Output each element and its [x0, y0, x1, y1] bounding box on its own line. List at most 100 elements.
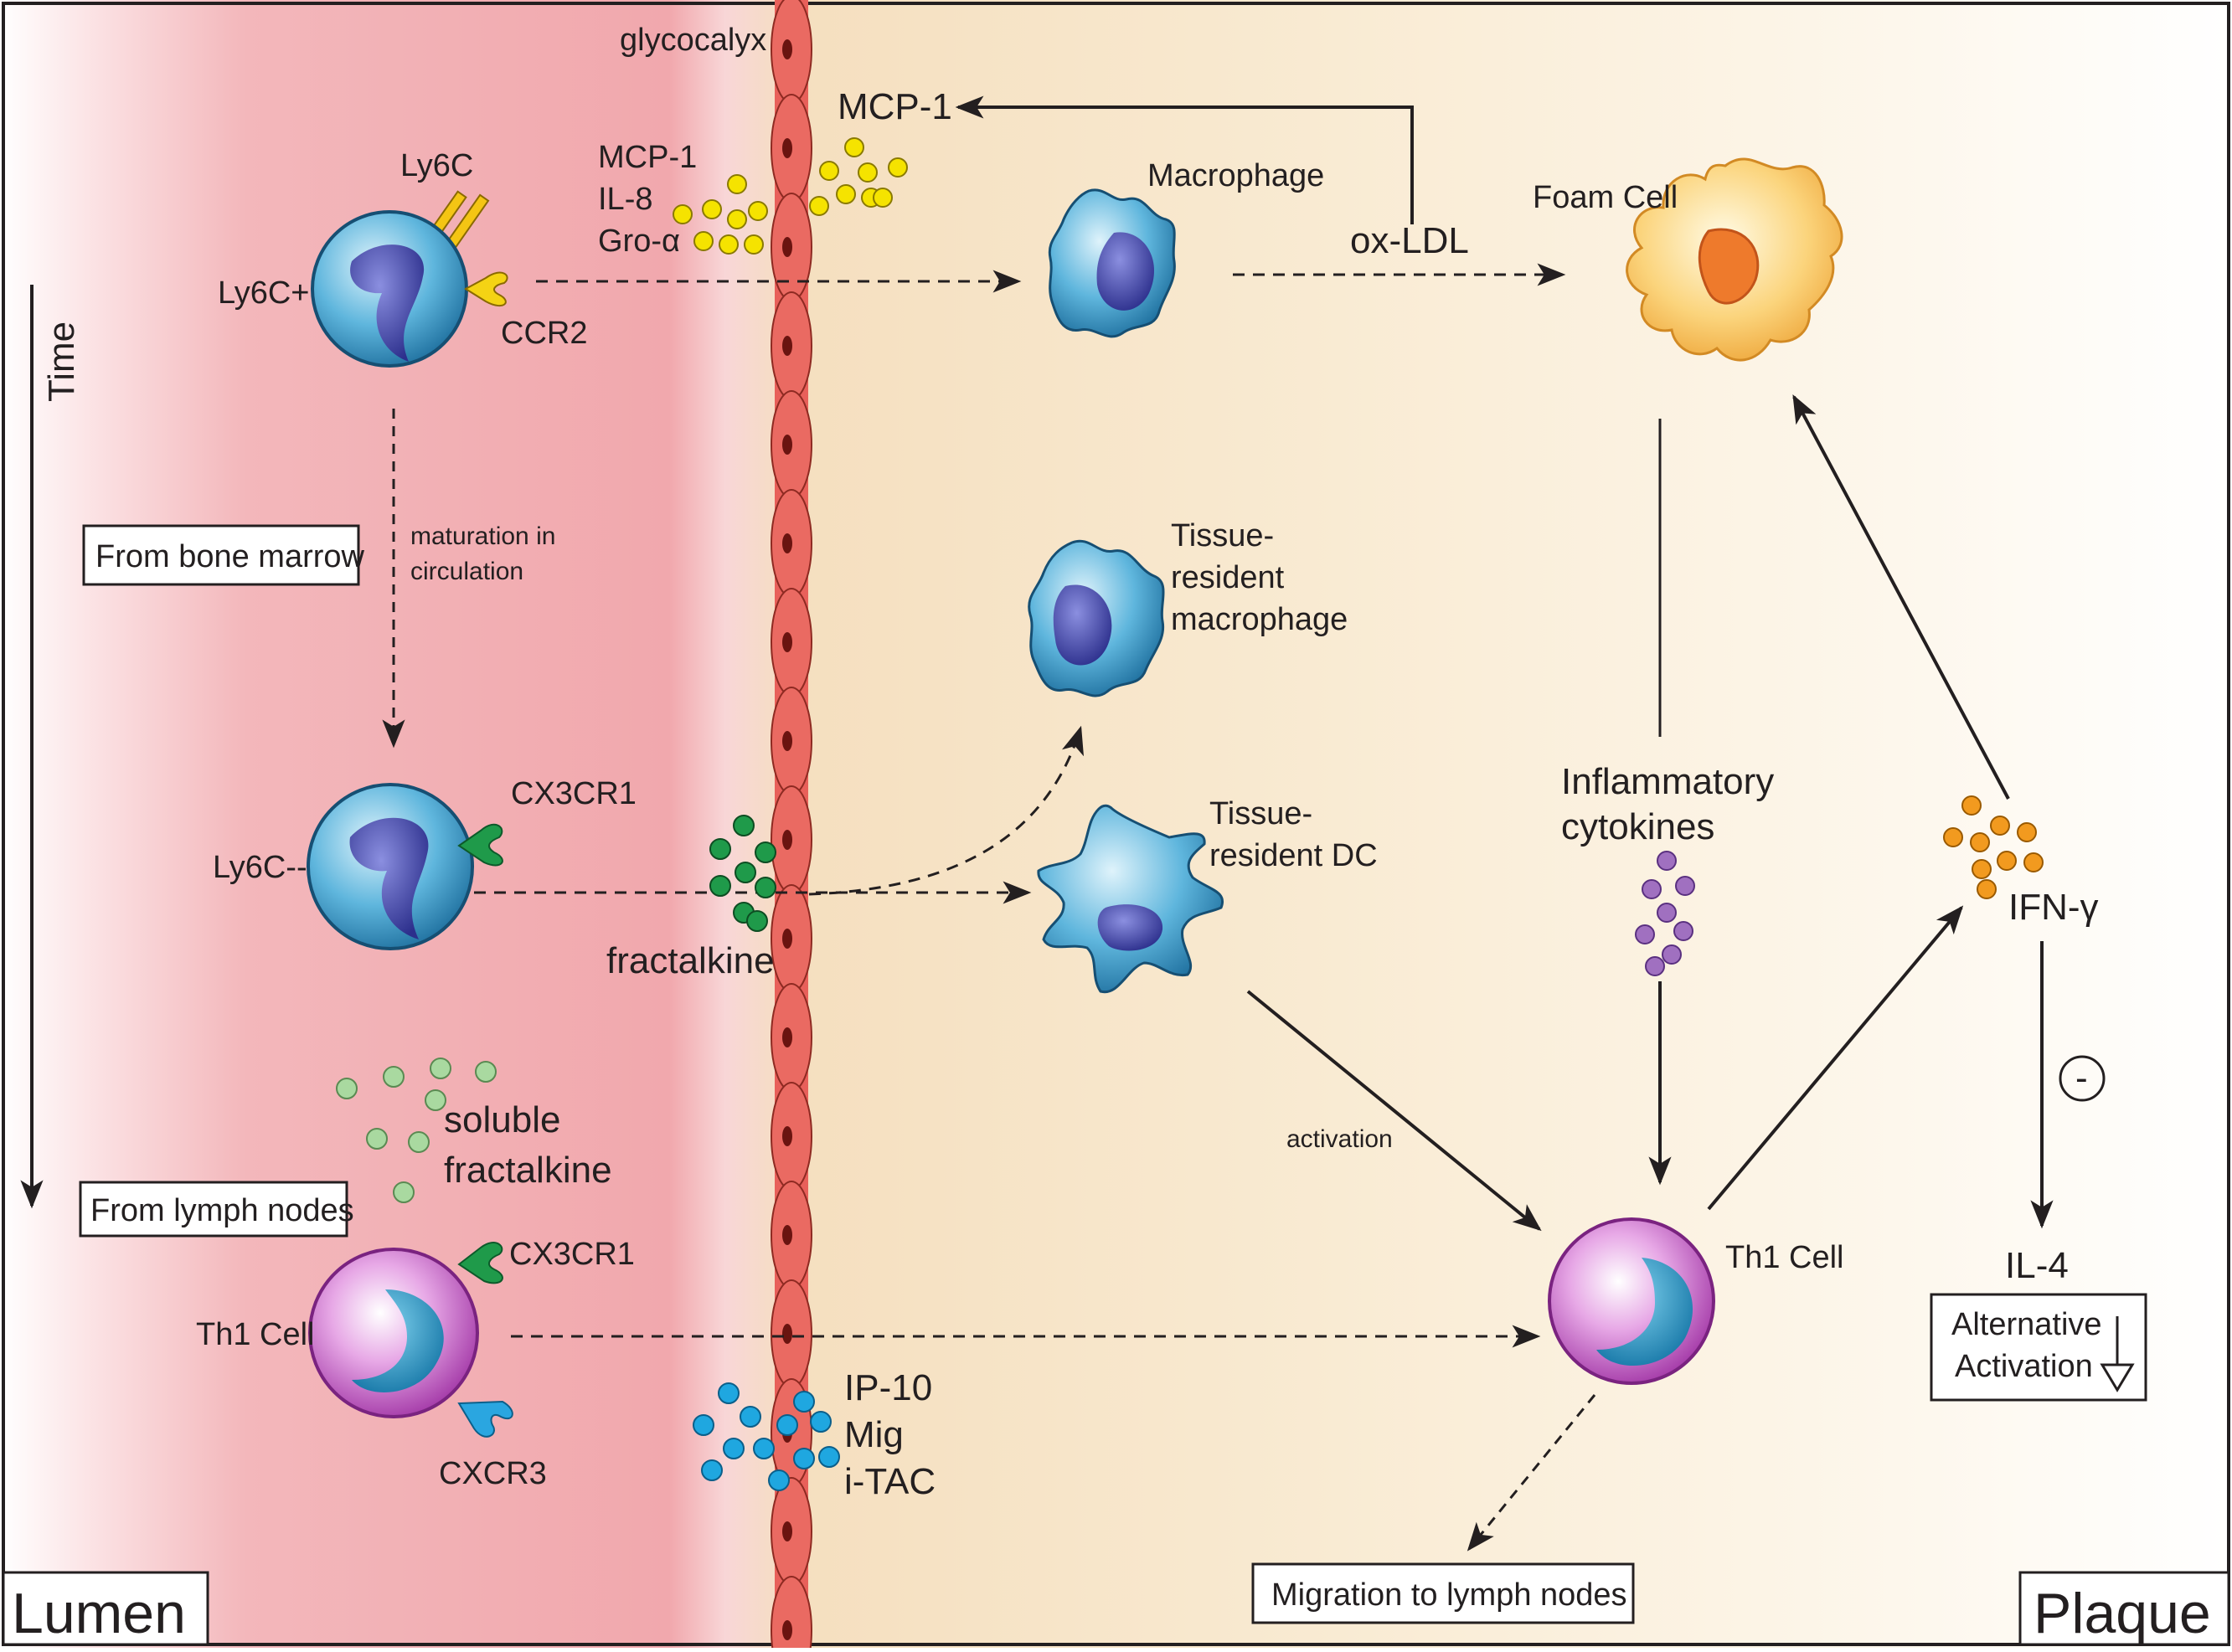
- inflammatory-line2: cytokines: [1561, 806, 1714, 847]
- lumen-box: [2, 1571, 209, 1646]
- cytokine-dot: [1657, 851, 1677, 871]
- tissue-dc-line2: resident DC: [1209, 838, 1378, 873]
- cytokine-dot: [1662, 944, 1682, 965]
- tissue-resident-macrophage: [1028, 539, 1165, 697]
- minus-circle-icon: [2059, 1055, 2106, 1102]
- soluble-line2: fractalkine: [444, 1150, 612, 1191]
- cytokine-dot: [1657, 903, 1677, 923]
- endothelial-nucleus: [782, 435, 792, 455]
- ip10-label: IP-10: [844, 1367, 932, 1408]
- chemokine-mcp1-label: MCP-1: [598, 140, 697, 175]
- ifn-dot: [1990, 816, 2010, 836]
- mig-label: Mig: [844, 1414, 904, 1455]
- soluble-fractalkine-dot: [408, 1131, 430, 1153]
- arrows: [474, 263, 2054, 1552]
- endothelial-cell: [771, 1576, 812, 1652]
- fractalkine-dot: [755, 841, 776, 863]
- endothelial-nucleus: [782, 1126, 792, 1146]
- mcp-dot-plaque: [844, 137, 864, 157]
- mcp1-top-label: MCP-1: [838, 86, 952, 127]
- th1-plaque-label: Th1 Cell: [1725, 1240, 1844, 1275]
- ifn-dot: [1997, 851, 2017, 871]
- th1-to-migration-arrow: [1467, 1394, 1596, 1552]
- lumen-label: Lumen: [12, 1582, 186, 1645]
- ip10-dot: [810, 1411, 832, 1433]
- soluble-fractalkine-dot: [383, 1066, 405, 1088]
- endothelial-nucleus: [782, 929, 792, 949]
- mcp-dot-lumen: [673, 204, 693, 224]
- oxldl-label: ox-LDL: [1350, 220, 1469, 261]
- ly6c-marker-label: Ly6C: [400, 148, 473, 183]
- tissue-dc-line1: Tissue-: [1209, 796, 1312, 831]
- fractalkine-dot: [733, 815, 755, 836]
- box-bone-marrow: [82, 524, 360, 586]
- endothelial-nucleus: [782, 731, 792, 751]
- down-hollow-arrow-icon: [2100, 1316, 2135, 1392]
- maturation-line2: circulation: [410, 558, 523, 585]
- cytokine-dot: [1675, 876, 1695, 896]
- soluble-line1: soluble: [444, 1099, 560, 1140]
- soluble-fractalkine-dot: [430, 1058, 451, 1079]
- ly6c-minus-label: Ly6C--: [213, 850, 307, 885]
- endothelial-nucleus: [782, 237, 792, 257]
- mcp-dot-lumen: [727, 209, 747, 229]
- fractalkine-dot: [755, 877, 776, 898]
- endothelial-nucleus: [782, 1521, 792, 1541]
- mcp-dot-lumen: [693, 231, 714, 251]
- cx3cr1-receptor-icon-2: [457, 1242, 503, 1284]
- mcp-dot-plaque: [888, 157, 908, 178]
- endothelium-wall: [771, 0, 812, 1652]
- ifn-dot: [1972, 859, 1992, 879]
- cx3cr1-label-1: CX3CR1: [511, 776, 637, 811]
- soluble-fractalkine-dot: [425, 1089, 446, 1111]
- ip10-dot: [701, 1459, 723, 1481]
- mcp-dot-plaque: [873, 188, 893, 208]
- box-alt-activation: [1930, 1293, 2147, 1402]
- endothelial-nucleus: [782, 1225, 792, 1245]
- endothelial-nucleus: [782, 1620, 792, 1640]
- mcp-dot-lumen: [744, 234, 764, 255]
- ip10-dot: [818, 1446, 840, 1468]
- plaque-label: Plaque: [2034, 1582, 2211, 1645]
- ifn-dot: [2023, 852, 2044, 872]
- foam-cell: [1626, 157, 1843, 362]
- ly6c-minus-monocyte: [307, 783, 503, 950]
- chemokine-dots: [336, 137, 2044, 1491]
- fractalkine-dot: [746, 910, 768, 932]
- ip10-dot: [753, 1438, 775, 1459]
- soluble-fractalkine-dot: [393, 1181, 415, 1203]
- to-tissue-macrophage-arrow: [808, 725, 1084, 896]
- foam-cell-label: Foam Cell: [1533, 180, 1678, 215]
- ifn-dot: [1961, 795, 1982, 816]
- endothelial-nucleus: [782, 1027, 792, 1047]
- endothelial-nucleus: [782, 1324, 792, 1344]
- ccr2-receptor-icon: [464, 271, 508, 306]
- cxcr3-label: CXCR3: [439, 1456, 547, 1491]
- tissue-macrophage-line2: resident: [1171, 560, 1285, 595]
- minus-sign: -: [2075, 1058, 2088, 1099]
- mcp-dot-lumen: [748, 201, 768, 221]
- mcp-dot-plaque: [819, 161, 839, 181]
- glycocalyx-label: glycocalyx: [620, 23, 766, 58]
- box-bone-marrow-label: From bone marrow: [95, 539, 365, 574]
- soluble-fractalkine-dot: [475, 1061, 497, 1083]
- ip10-dot: [718, 1382, 740, 1404]
- soluble-fractalkine-dot: [336, 1078, 358, 1099]
- th1-cell-lumen: [308, 1242, 513, 1438]
- alt-activation-line1: Alternative: [1951, 1307, 2102, 1342]
- macrophage: [1048, 188, 1176, 338]
- ifn-label: IFN-γ: [2008, 887, 2099, 928]
- fractalkine-dot: [735, 862, 756, 883]
- macrophage-label: Macrophage: [1147, 158, 1324, 193]
- tissue-macrophage-line3: macrophage: [1171, 602, 1348, 637]
- box-migration: [1251, 1562, 1635, 1624]
- il4-label: IL-4: [2005, 1245, 2069, 1286]
- cx3cr1-label-2: CX3CR1: [509, 1237, 635, 1272]
- inflammatory-line1: Inflammatory: [1561, 761, 1774, 802]
- fractalkine-dot: [709, 875, 731, 897]
- chemokine-gro-label: Gro-α: [598, 224, 680, 259]
- ly6c-plus-label: Ly6C+: [218, 275, 310, 311]
- mcp-dot-lumen: [719, 234, 739, 255]
